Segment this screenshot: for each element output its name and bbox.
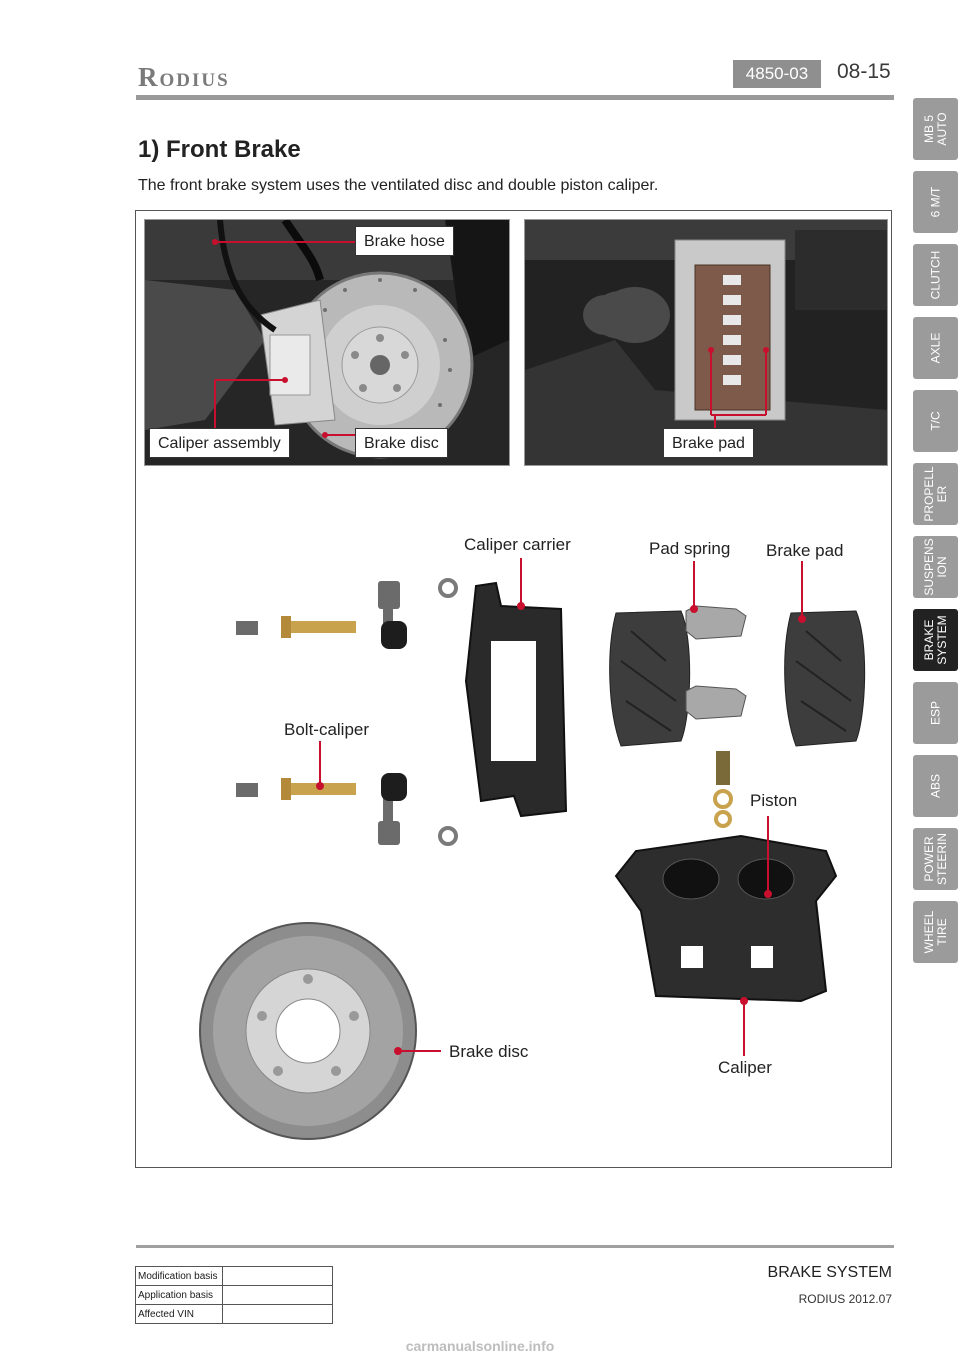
sidebar-tab-label: MB 5 AUTO [921,112,949,146]
sidebar-tab-tc[interactable]: T/C [913,390,958,452]
sidebar-tab-axle[interactable]: AXLE [913,317,958,379]
label-brake-hose: Brake hose [355,226,454,256]
label-caliper-carrier: Caliper carrier [464,535,571,554]
table-row: Modification basis [135,1266,333,1286]
sidebar-tab-label: POWER STEERIN [921,832,949,886]
label-piston: Piston [750,791,798,810]
installed-brake-photo: Brake hose Caliper assembly Brake disc [144,219,510,466]
intro-text: The front brake system uses the ventilat… [138,177,659,194]
sidebar-tab-label: ESP [928,700,942,726]
table-cell-value [222,1285,333,1305]
table-cell-label: Modification basis [135,1266,223,1286]
sidebar-tab-mb5-auto[interactable]: MB 5 AUTO [913,98,958,160]
table-cell-value [222,1266,333,1286]
sidebar-tab-esp[interactable]: ESP [913,682,958,744]
modification-table: Modification basis Application basis Aff… [135,1266,333,1324]
sidebar-tab-label: ABS [928,773,942,799]
sidebar-tab-power-steering[interactable]: POWER STEERIN [913,828,958,890]
table-row: Affected VIN [135,1304,333,1324]
parts-leader-lines [316,558,806,1056]
label-brake-pad: Brake pad [766,541,844,560]
brand-logo: Rodius [138,62,230,92]
left-photo-leaders [212,239,355,438]
table-row: Application basis [135,1285,333,1305]
label-brake-disc-photo: Brake disc [355,428,448,458]
footer-divider [136,1245,894,1248]
sidebar-tab-brake-system[interactable]: BRAKE SYSTEM [913,609,958,671]
sidebar-tab-label: SUSPENS ION [921,538,949,596]
label-caliper: Caliper [718,1058,772,1077]
right-photo-leaders [708,347,769,428]
label-brake-pad-photo: Brake pad [663,428,754,458]
sidebar-tab-label: T/C [928,411,942,431]
sidebar-tab-6mt[interactable]: 6 M/T [913,171,958,233]
sidebar-tab-label: AXLE [928,332,942,364]
page-number: 08-15 [837,60,891,83]
sidebar-tab-suspension[interactable]: SUSPENS ION [913,536,958,598]
section-code-badge: 4850-03 [733,60,821,88]
sidebar-tab-wheel-tire[interactable]: WHEEL TIRE [913,901,958,963]
header-divider [136,95,894,100]
label-bolt-caliper: Bolt-caliper [284,720,370,739]
label-caliper-assembly: Caliper assembly [149,428,290,458]
installed-brake-illustration [145,220,509,465]
exploded-parts-illustration [199,578,866,1140]
table-cell-label: Application basis [135,1285,223,1305]
sidebar-tab-label: CLUTCH [928,250,942,300]
sidebar-tab-clutch[interactable]: CLUTCH [913,244,958,306]
table-cell-label: Affected VIN [135,1304,223,1324]
sidebar-tab-propeller[interactable]: PROPELL ER [913,463,958,525]
label-pad-spring: Pad spring [649,539,731,558]
label-brake-disc: Brake disc [449,1042,529,1061]
sidebar-tab-abs[interactable]: ABS [913,755,958,817]
section-title: 1) Front Brake [138,136,301,163]
sidebar-tab-label: 6 M/T [928,186,942,218]
footer-section-name: BRAKE SYSTEM [767,1264,892,1281]
figure-frame: Brake hose Caliper assembly Brake disc [135,210,892,1168]
brake-pad-illustration [525,220,887,465]
sidebar-tab-label: WHEEL TIRE [921,910,949,954]
sidebar-tab-label: PROPELL ER [921,466,949,522]
watermark: carmanualsonline.info [405,1338,555,1354]
table-cell-value [222,1304,333,1324]
brake-pad-photo: Brake pad [524,219,888,466]
sidebar-tab-label: BRAKE SYSTEM [921,615,949,665]
footer-model-date: RODIUS 2012.07 [798,1292,892,1306]
